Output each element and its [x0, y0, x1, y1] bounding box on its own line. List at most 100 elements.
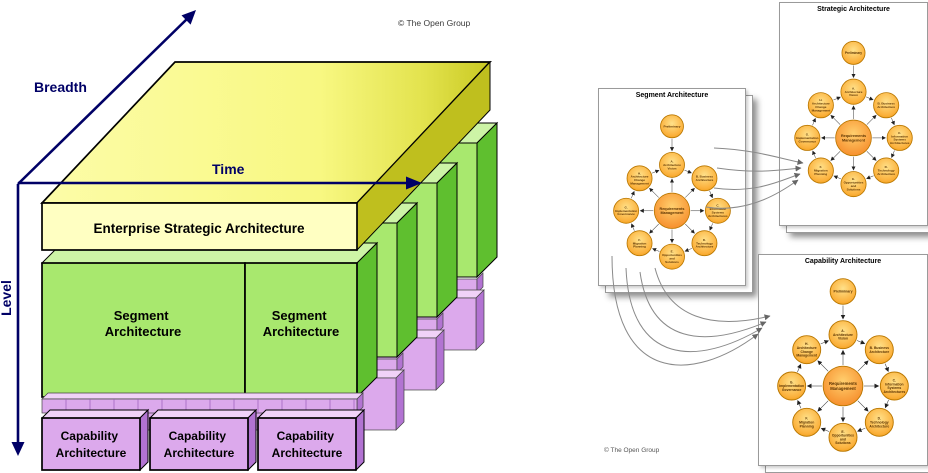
adm-arrow: [866, 175, 874, 180]
adm-phase-circle: [660, 114, 684, 139]
adm-arrow: [866, 114, 877, 125]
segment-block: [41, 262, 246, 398]
adm-phase-circle: [828, 422, 858, 452]
breadth-axis-label: Breadth: [34, 79, 87, 95]
echo-tray-side: [436, 312, 444, 334]
card-title: Strategic Architecture: [817, 6, 890, 13]
capability-block: [149, 417, 249, 471]
adm-phase-circle: [886, 124, 913, 151]
adm-phase-circle: [822, 365, 864, 407]
adm-arrow: [709, 223, 714, 231]
echo-tray-side: [396, 352, 404, 374]
echo-capability-side: [475, 289, 485, 351]
adm-phase-circle: [794, 124, 821, 151]
adm-arrow: [684, 169, 692, 174]
capability-blocks: Capability Architecture Capability Archi…: [40, 408, 366, 472]
capability-label: Capability Architecture: [272, 429, 343, 460]
adm-phase-circle: [828, 320, 858, 350]
enterprise-label: Enterprise Strategic Architecture: [93, 221, 305, 236]
adm-phase-label: Preliminary: [845, 51, 862, 55]
adm-phase-circle: [626, 230, 653, 257]
adm-arrow: [857, 427, 866, 432]
adm-arrow: [812, 150, 817, 159]
adm-arrow: [820, 340, 829, 345]
adm-arrow: [884, 399, 890, 409]
adm-phase-label: Preliminary: [664, 124, 681, 128]
adm-arrow: [820, 427, 830, 433]
capability-side-face: [247, 408, 257, 472]
tray-top-face: [41, 392, 364, 400]
adm-arrow: [630, 223, 635, 231]
echo-segment-side: [436, 161, 458, 319]
echo-capability-side: [435, 329, 445, 391]
echo-capability-side: [395, 369, 405, 431]
capability-block: [257, 417, 357, 471]
adm-arrow: [649, 187, 659, 198]
adm-phase-circle: [840, 171, 867, 198]
adm-arrow: [890, 117, 895, 126]
adm-arrow: [685, 223, 695, 234]
adm-phase-circle: [777, 371, 807, 401]
adm-phase-circle: [792, 407, 822, 437]
adm-phase-circle: [840, 78, 867, 105]
adm-phase-circle: [864, 335, 894, 365]
copyright-left: © The Open Group: [398, 18, 471, 28]
adm-arrow: [649, 223, 659, 234]
enterprise-slab: Enterprise Strategic Architecture: [40, 60, 492, 252]
echo-segment-side: [476, 121, 498, 279]
time-axis-label: Time: [212, 161, 245, 177]
capability-label: Capability Architecture: [56, 429, 127, 460]
capability-top-face: [40, 409, 150, 419]
adm-arrow: [684, 247, 693, 252]
segment-label: Segment Architecture: [263, 308, 340, 339]
capability-side-face: [355, 408, 365, 472]
segment-blocks: Segment Architecture Segment Architectur…: [40, 241, 379, 399]
tray-division-lines: [65, 399, 355, 413]
adm-phase-label: Preliminary: [833, 290, 852, 294]
capability-top-face: [256, 409, 366, 419]
adm-phase-circle: [807, 157, 834, 184]
adm-arrow: [685, 187, 695, 198]
adm-arrow: [797, 400, 802, 409]
level-axis-label: Level: [0, 280, 14, 316]
level-arrowhead-icon: [11, 442, 25, 456]
adm-phase-circle: [653, 192, 691, 229]
adm-phase-circle: [841, 40, 866, 65]
adm-arrow: [857, 400, 869, 412]
adm-arrow: [857, 360, 869, 372]
adm-arrow: [833, 96, 841, 101]
segment-block: [244, 262, 358, 398]
adm-arrow: [830, 114, 841, 125]
echo-segment-side: [396, 201, 418, 359]
copyright-right: © The Open Group: [604, 447, 660, 454]
adm-arrow: [817, 400, 829, 412]
adm-arrow: [830, 151, 841, 161]
adm-phase-circle: [807, 92, 834, 119]
